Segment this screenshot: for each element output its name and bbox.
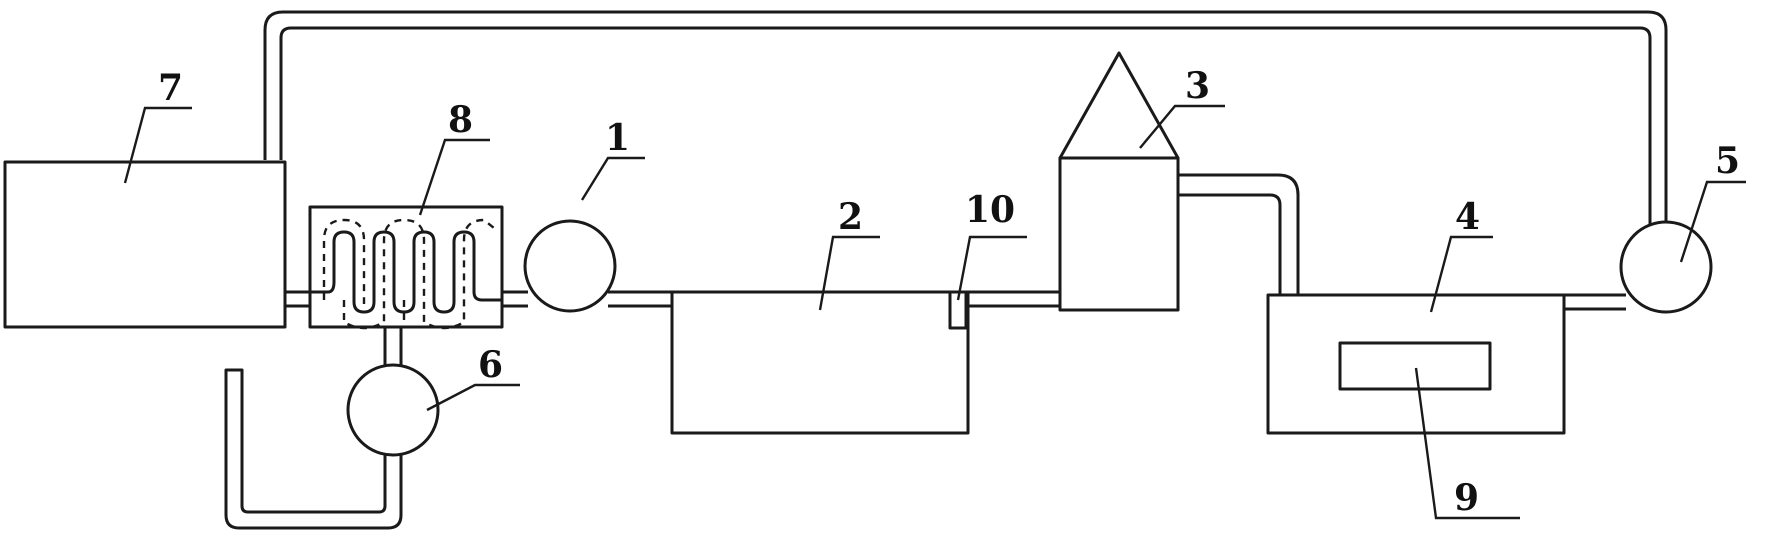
component-8-exchanger [308,205,504,330]
top-return-pipe [263,10,1668,225]
component-9-panel [1338,341,1492,391]
label-1: 1 [605,117,630,159]
pipe-8-to-6 [383,327,403,365]
pipe-7-to-8 [285,290,310,308]
label-2: 2 [838,196,863,238]
label-9: 9 [1454,477,1479,519]
pipe-4-to-5 [1564,293,1626,311]
number-labels: 7 8 1 2 10 3 4 5 6 9 [158,65,1740,519]
pipe-2-to-3 [968,290,1060,308]
pipe-1-to-2 [608,290,672,308]
leader-lines [123,104,1746,520]
label-3: 3 [1185,65,1210,107]
pipe-3-to-4 [1178,173,1300,295]
exchanger-coil [308,218,504,330]
component-5-pump [1619,220,1713,314]
component-10-sensor [948,290,968,330]
label-4: 4 [1455,196,1480,238]
pipe-8-to-1 [502,290,528,308]
label-6: 6 [478,344,503,386]
component-2-tank [670,290,970,435]
label-5: 5 [1715,140,1740,182]
label-10: 10 [965,189,1015,231]
component-6-pump [346,363,440,457]
label-8: 8 [448,99,473,141]
component-7-box [3,160,287,329]
intake-u-pipe [224,368,403,530]
component-1-pump [523,219,617,313]
component-3-tower [1058,51,1180,312]
label-7: 7 [158,67,183,109]
